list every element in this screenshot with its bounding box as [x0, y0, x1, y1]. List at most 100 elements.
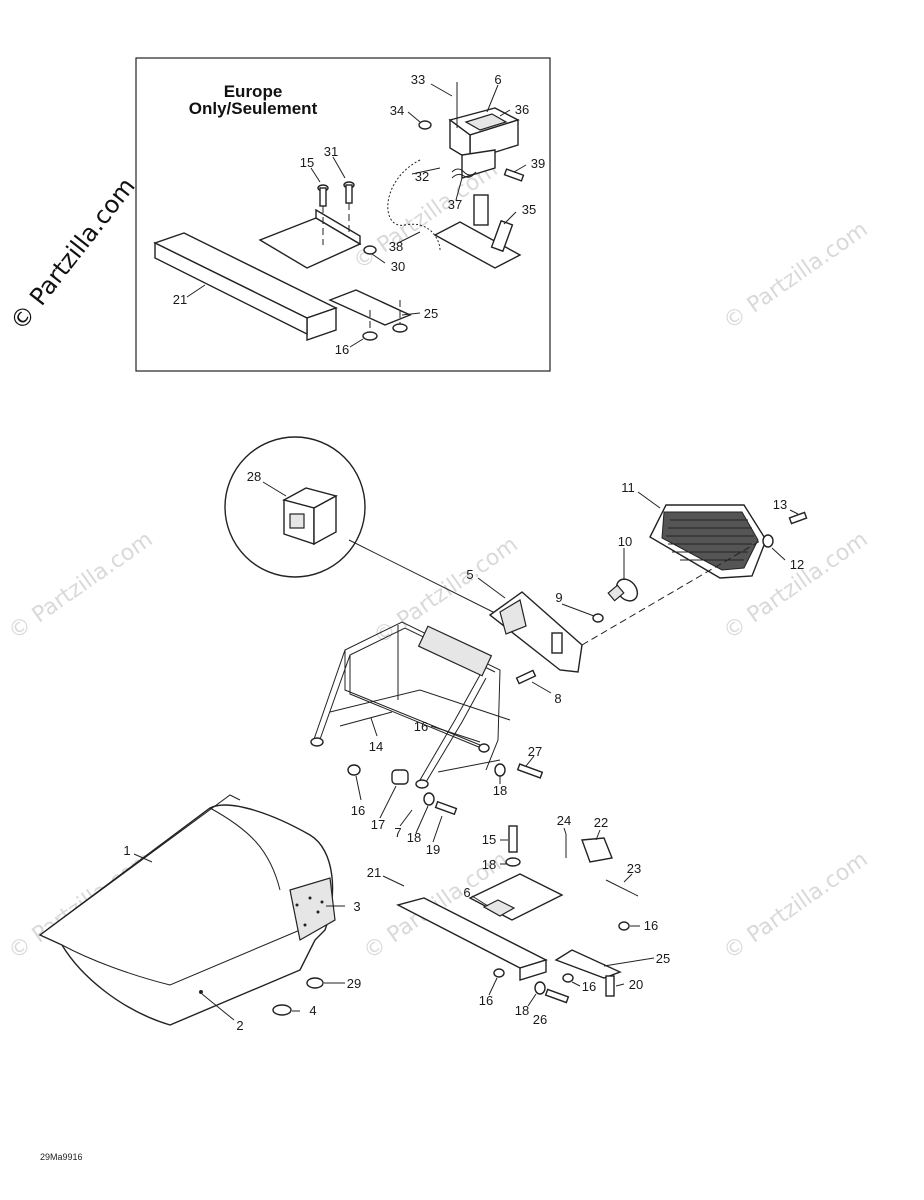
callout-18-mid: 18 — [407, 830, 421, 845]
callout-15: 15 — [300, 155, 314, 170]
nut-9 — [592, 613, 604, 623]
callout-16: 16 — [335, 342, 349, 357]
callout-8: 8 — [554, 691, 561, 706]
callout-7: 7 — [394, 825, 401, 840]
callout-35: 35 — [522, 202, 536, 217]
callout-14: 14 — [369, 739, 383, 754]
callout-18-lower: 18 — [482, 857, 496, 872]
europe-inset-frame — [135, 57, 551, 372]
callout-21: 21 — [367, 865, 381, 880]
callout-5: 5 — [466, 567, 473, 582]
light-housing-5 — [488, 591, 583, 673]
callout-9: 9 — [555, 590, 562, 605]
inset-plate — [258, 217, 362, 269]
callout-16-rack: 16 — [414, 719, 428, 734]
seat-1 — [38, 794, 336, 1026]
callout-19: 19 — [426, 842, 440, 857]
grommet-29 — [306, 977, 324, 989]
callout-6: 6 — [494, 72, 501, 87]
inset-plunger — [473, 194, 489, 226]
callout-28: 28 — [247, 469, 261, 484]
callout-6: 6 — [463, 885, 470, 900]
callout-16-bracket: 16 — [582, 979, 596, 994]
callout-13: 13 — [773, 497, 787, 512]
nut-16b — [478, 743, 490, 753]
detail-link-line — [348, 539, 506, 619]
bolt-19 — [434, 800, 458, 816]
main-leaders — [133, 481, 799, 1021]
callout-2: 2 — [236, 1018, 243, 1033]
spacer-17 — [391, 769, 409, 785]
callout-15: 15 — [482, 832, 496, 847]
rack-tube — [417, 625, 493, 677]
callout-29: 29 — [347, 976, 361, 991]
inset-nut-16 — [362, 331, 378, 341]
watermark-tile: © Partzilla.com — [4, 527, 157, 645]
callout-17: 17 — [371, 817, 385, 832]
taillight-lens-11 — [649, 504, 767, 579]
lower-bracket-25 — [554, 949, 622, 979]
callout-30: 30 — [391, 259, 405, 274]
callout-12: 12 — [790, 557, 804, 572]
callout-23: 23 — [627, 861, 641, 876]
callout-37: 37 — [448, 197, 462, 212]
callout-21: 21 — [173, 292, 187, 307]
inset-switch-button-36 — [464, 113, 508, 131]
bolt-15 — [508, 825, 518, 853]
callout-24: 24 — [557, 813, 571, 828]
callout-25: 25 — [656, 951, 670, 966]
inset-leaders — [186, 83, 527, 348]
connector-28 — [282, 487, 338, 546]
nut-16 — [347, 764, 361, 776]
inset-parts — [153, 82, 525, 341]
callout-16-bottom: 16 — [479, 993, 493, 1008]
callout-26: 26 — [533, 1012, 547, 1027]
bolt-27 — [516, 763, 544, 779]
inset-nut-34 — [418, 120, 432, 130]
washer-18b — [494, 763, 506, 777]
bolt-20 — [605, 975, 615, 997]
inset-base-plate — [433, 221, 522, 269]
callout-34: 34 — [390, 103, 404, 118]
inset-title-line2: Only/Seulement — [189, 99, 318, 118]
inset-title-line1: Europe — [224, 82, 283, 101]
lower-switch-6 — [482, 899, 516, 917]
callout-20: 20 — [629, 977, 643, 992]
watermark-tile: © Partzilla.com — [719, 217, 872, 335]
callout-39: 39 — [531, 156, 545, 171]
inset-spacer-30 — [363, 245, 377, 255]
watermark-tile: © Partzilla.com — [369, 532, 522, 650]
pin-23 — [605, 879, 639, 897]
callout-38: 38 — [389, 239, 403, 254]
bolt-26 — [544, 988, 570, 1004]
inset-spring-37 — [451, 168, 477, 179]
rod-14 — [339, 711, 393, 727]
nut-16e — [493, 968, 505, 978]
drawing-code: 29Ma9916 — [40, 1152, 83, 1162]
callout-22: 22 — [594, 815, 608, 830]
nut-16d — [562, 973, 574, 983]
callout-11: 11 — [621, 480, 635, 495]
callout-16-right: 16 — [644, 918, 658, 933]
inset-boot-35 — [490, 219, 514, 253]
callout-3: 3 — [353, 899, 360, 914]
callout-31: 31 — [324, 144, 338, 159]
callout-27: 27 — [528, 744, 542, 759]
callout-10: 10 — [618, 534, 632, 549]
inset-screw-39 — [503, 168, 525, 182]
callout-4: 4 — [309, 1003, 316, 1018]
partzilla-side-watermark: © Partzilla.com — [5, 173, 141, 336]
callout-36: 36 — [515, 102, 529, 117]
inset-bracket-25 — [328, 289, 412, 326]
rack-frame — [310, 621, 511, 789]
screw-8 — [515, 669, 537, 685]
inset-wire-38 — [387, 159, 441, 251]
callout-16-left: 16 — [351, 803, 365, 818]
clip-22 — [581, 837, 613, 863]
screw-13 — [788, 511, 808, 525]
callout-32: 32 — [415, 169, 429, 184]
washer-18 — [423, 792, 435, 806]
callout-18-right: 18 — [493, 783, 507, 798]
rack-mount-tab — [310, 737, 324, 747]
